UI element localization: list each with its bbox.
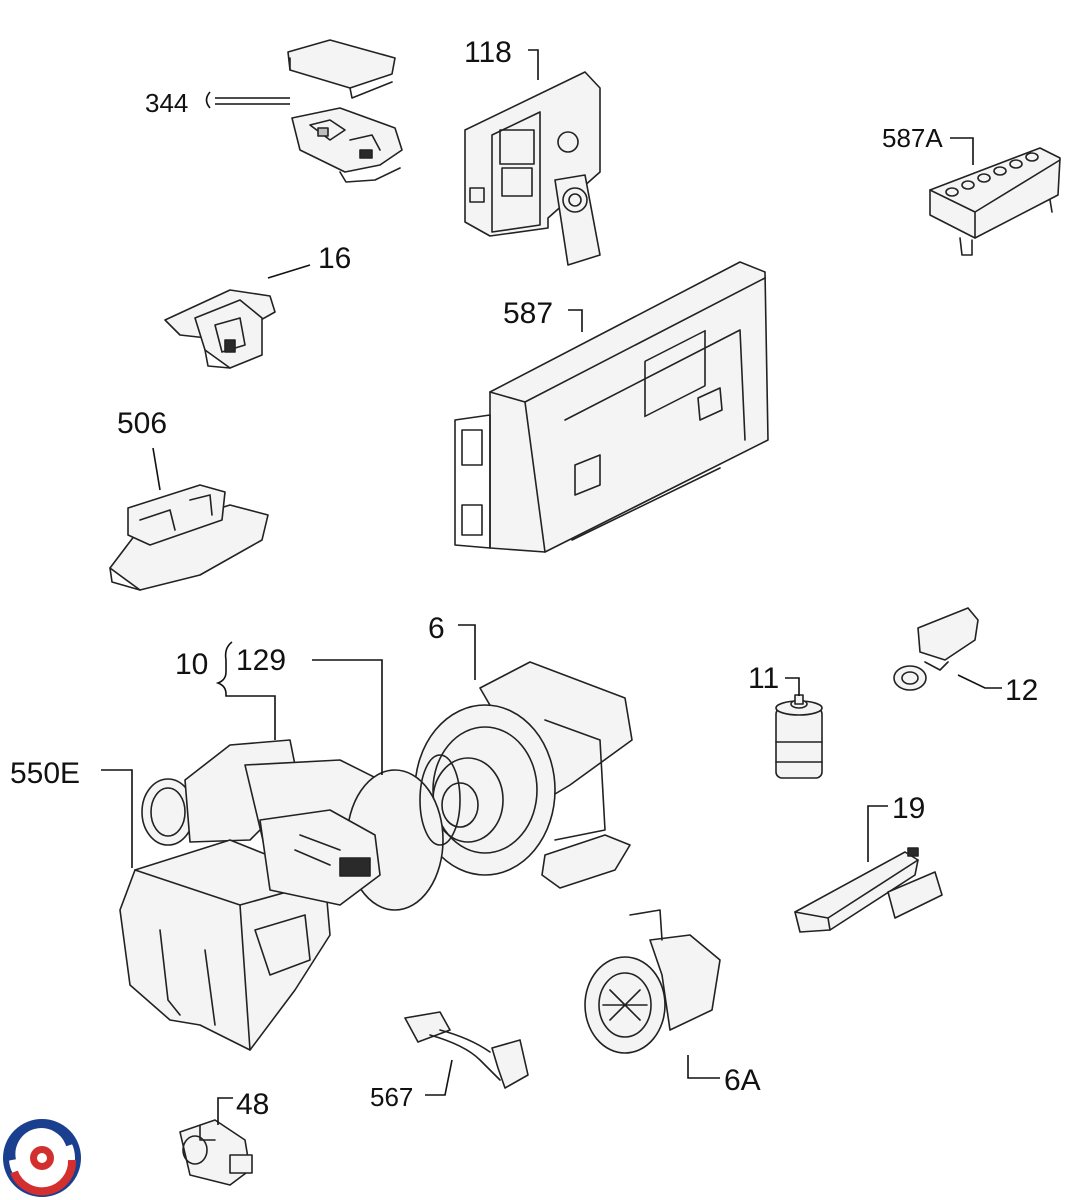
label-48: 48 <box>236 1088 269 1121</box>
part-587A-drawing <box>929 147 1061 256</box>
label-506: 506 <box>117 407 167 440</box>
part-344-drawing <box>287 39 403 183</box>
part-16-drawing <box>164 289 276 369</box>
part-19-drawing <box>794 847 943 933</box>
label-118: 118 <box>464 36 512 69</box>
swirl-logo-icon <box>3 1119 81 1197</box>
label-11: 11 <box>748 662 779 695</box>
label-587A: 587A <box>882 123 943 153</box>
label-6: 6 <box>428 612 445 645</box>
part-6A-drawing <box>584 909 721 1054</box>
part-550E-drawing <box>119 739 461 1051</box>
label-567: 567 <box>370 1082 413 1112</box>
label-6A: 6A <box>724 1064 761 1097</box>
part-12-drawing <box>893 607 979 691</box>
part-118-drawing <box>464 71 601 266</box>
label-344: 344 <box>145 88 188 118</box>
label-19: 19 <box>892 792 925 825</box>
label-12: 12 <box>1005 674 1038 707</box>
label-587: 587 <box>503 297 553 330</box>
label-129: 129 <box>236 644 286 677</box>
part-587-drawing <box>454 261 769 553</box>
part-11-drawing <box>775 694 823 779</box>
part-48-drawing <box>179 1119 253 1186</box>
part-567-drawing <box>404 1011 529 1089</box>
label-550E: 550E <box>10 757 80 790</box>
label-10: 10 <box>175 648 208 681</box>
label-16: 16 <box>318 242 351 275</box>
part-6-drawing <box>414 661 633 889</box>
part-506-drawing <box>109 484 269 591</box>
